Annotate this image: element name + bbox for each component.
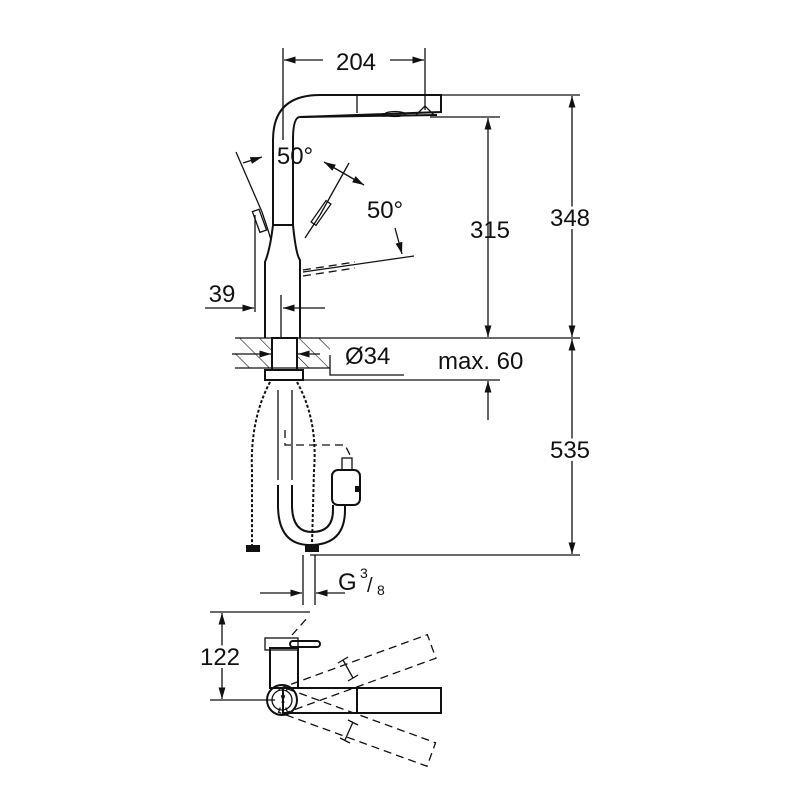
spout-reach-label: 204 xyxy=(336,49,376,76)
lever-angle-left-label: 50° xyxy=(277,143,313,170)
thread-g-label: G xyxy=(338,569,357,596)
lever-angle-right-label: 50° xyxy=(367,197,403,224)
dimension-heights: 315 348 535 xyxy=(310,94,593,556)
svg-text:/: / xyxy=(367,575,373,597)
below-counter-length-label: 535 xyxy=(550,437,590,464)
hole-diameter-label: Ø34 xyxy=(345,343,390,370)
dimension-lever-angles: 50° 50° xyxy=(235,143,415,273)
countertop-section: Ø34 max. 60 xyxy=(232,337,580,420)
faucet-top-view: 122 xyxy=(197,611,442,768)
dimension-spout-reach: 204 xyxy=(282,48,426,140)
thread-denominator: 8 xyxy=(377,582,385,598)
thread-numerator: 3 xyxy=(360,565,368,581)
dimension-lever-offset: 39 xyxy=(205,215,325,312)
faucet-side-view xyxy=(251,94,442,338)
under-counter-hoses xyxy=(246,369,361,552)
countertop-thickness-label: max. 60 xyxy=(438,348,523,375)
top-depth-label: 122 xyxy=(200,644,240,671)
overall-height-label: 348 xyxy=(550,205,590,232)
spout-height-label: 315 xyxy=(470,217,510,244)
dimension-connection-thread: G 3 / 8 xyxy=(260,555,385,605)
lever-offset-label: 39 xyxy=(209,281,236,308)
